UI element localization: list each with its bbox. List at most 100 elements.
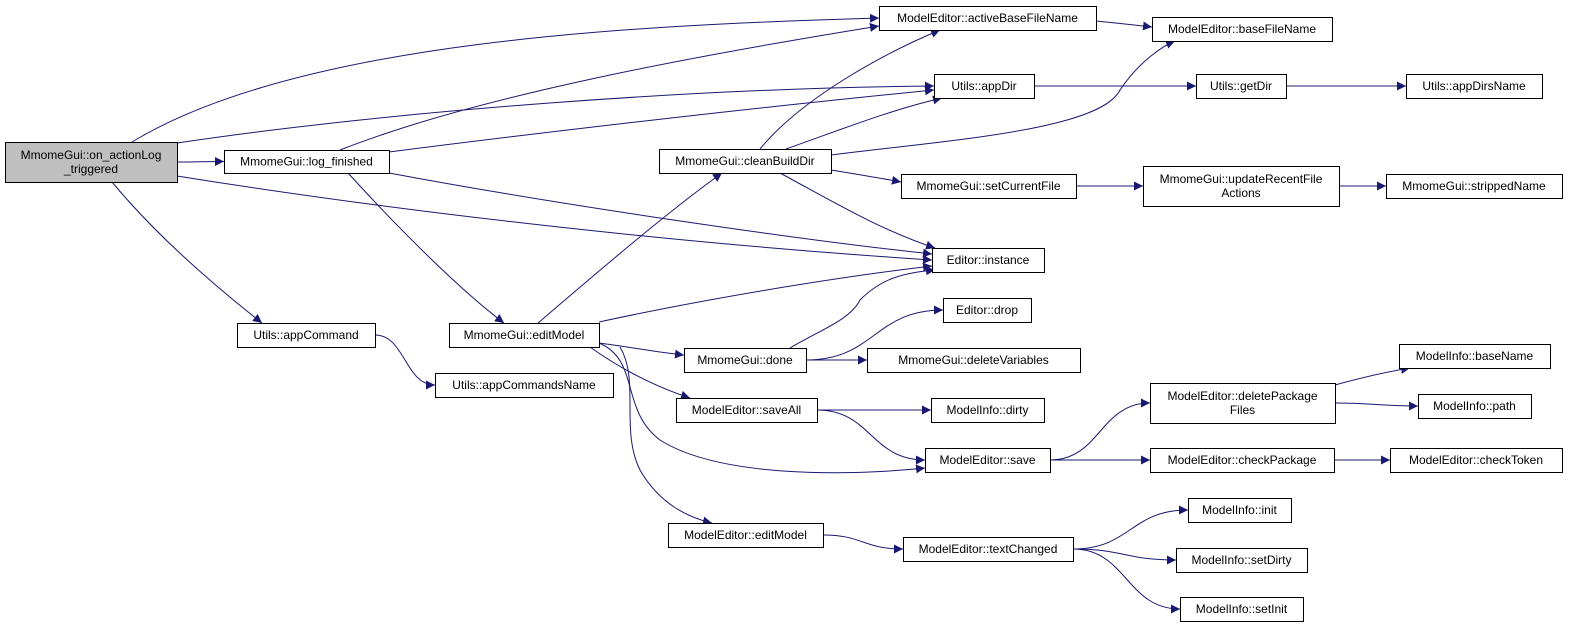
edge-log_finished-to-editModelGui	[347, 172, 505, 324]
node-setCurrentFile[interactable]: MmomeGui::setCurrentFile	[901, 174, 1077, 199]
node-checkPackage[interactable]: ModelEditor::checkPackage	[1150, 448, 1335, 473]
node-box	[1150, 383, 1336, 424]
node-box	[1180, 597, 1304, 622]
node-box	[934, 74, 1035, 99]
node-label: ModelEditor::checkPackage	[1168, 453, 1317, 467]
node-appCommandsName[interactable]: Utils::appCommandsName	[435, 373, 614, 398]
edge-editModelGui-to-editModelEditor	[619, 346, 713, 526]
node-setInit[interactable]: ModelInfo::setInit	[1180, 597, 1304, 622]
node-save[interactable]: ModelEditor::save	[925, 448, 1051, 473]
edge-cleanBuildDir-to-activeBaseFileName	[759, 29, 941, 150]
node-box	[1386, 174, 1563, 199]
edge-cleanBuildDir-to-instance	[779, 172, 936, 250]
node-label: ModelInfo::init	[1202, 503, 1277, 517]
node-box	[1399, 344, 1551, 369]
node-instance[interactable]: Editor::instance	[932, 248, 1045, 273]
node-textChanged[interactable]: ModelEditor::textChanged	[903, 537, 1074, 562]
node-done[interactable]: MmomeGui::done	[684, 348, 807, 373]
node-label: MmomeGui::done	[697, 353, 793, 367]
node-label: ModelEditor::baseFileName	[1168, 22, 1316, 36]
node-dirty[interactable]: ModelInfo::dirty	[931, 398, 1045, 423]
edge-editModelGui-to-instance	[598, 262, 933, 323]
node-appDir[interactable]: Utils::appDir	[934, 74, 1035, 99]
node-box	[932, 248, 1045, 273]
node-box	[5, 142, 178, 183]
node-box	[1176, 548, 1308, 573]
node-label: ModelInfo::setDirty	[1191, 553, 1291, 567]
node-label: ModelEditor::textChanged	[919, 542, 1058, 556]
node-setDirty[interactable]: ModelInfo::setDirty	[1176, 548, 1308, 573]
edge-deletePackage-to-path	[1334, 401, 1419, 411]
node-label: ModelEditor::activeBaseFileName	[897, 11, 1078, 25]
edge-deletePackage-to-baseName	[1334, 364, 1411, 386]
node-label: MmomeGui::deleteVariables	[898, 353, 1049, 367]
node-label: Utils::getDir	[1210, 79, 1272, 93]
node-saveAll[interactable]: ModelEditor::saveAll	[676, 398, 818, 423]
edge-activeBaseFileName-to-baseFileName	[1095, 20, 1153, 31]
node-log_finished[interactable]: MmomeGui::log_finished	[224, 150, 390, 174]
node-cleanBuildDir[interactable]: MmomeGui::cleanBuildDir	[659, 149, 832, 174]
edge-root-to-appCommand	[111, 181, 263, 324]
node-label: Editor::drop	[956, 303, 1018, 317]
node-activeBaseFileName[interactable]: ModelEditor::activeBaseFileName	[879, 6, 1097, 31]
node-baseName[interactable]: ModelInfo::baseName	[1399, 344, 1551, 369]
edge-textChanged-to-setDirty	[1072, 548, 1177, 565]
node-box	[1143, 166, 1340, 207]
node-box	[237, 323, 376, 348]
edge-done-to-drop	[805, 305, 944, 361]
node-box	[879, 6, 1097, 31]
node-box	[676, 398, 818, 423]
node-box	[1196, 74, 1287, 99]
node-label: MmomeGui::setCurrentFile	[916, 179, 1060, 193]
node-box	[931, 398, 1045, 423]
node-label: Editor::instance	[947, 253, 1030, 267]
node-label: ModelEditor::saveAll	[692, 403, 801, 417]
edge-editModelGui-to-saveAll	[589, 346, 691, 400]
node-box	[943, 298, 1032, 323]
node-box	[1418, 394, 1532, 419]
node-box	[659, 149, 832, 174]
node-label: MmomeGui::editModel	[464, 328, 585, 342]
node-editModelEditor[interactable]: ModelEditor::editModel	[668, 523, 824, 548]
node-getDir[interactable]: Utils::getDir	[1196, 74, 1287, 99]
node-box	[1150, 448, 1335, 473]
node-path[interactable]: ModelInfo::path	[1418, 394, 1532, 419]
node-checkToken[interactable]: ModelEditor::checkToken	[1390, 448, 1563, 473]
node-box	[925, 448, 1051, 473]
node-label: ModelEditor::save	[939, 453, 1035, 467]
node-box	[224, 150, 390, 174]
node-editModelGui[interactable]: MmomeGui::editModel	[449, 323, 600, 348]
node-label: ModelInfo::dirty	[946, 403, 1028, 417]
node-deleteVariables[interactable]: MmomeGui::deleteVariables	[867, 348, 1081, 373]
node-box	[1406, 74, 1543, 99]
node-box	[903, 537, 1074, 562]
node-box	[668, 523, 824, 548]
node-box	[901, 174, 1077, 199]
node-box	[867, 348, 1081, 373]
node-label: ModelInfo::setInit	[1196, 602, 1288, 616]
node-appCommand[interactable]: Utils::appCommand	[237, 323, 376, 348]
node-label: ModelInfo::path	[1433, 399, 1516, 413]
node-label: ModelEditor::checkToken	[1409, 453, 1543, 467]
edge-editModelEditor-to-textChanged	[822, 534, 904, 554]
edge-editModelGui-to-done	[598, 342, 685, 359]
node-appDirsName[interactable]: Utils::appDirsName	[1406, 74, 1543, 99]
node-init[interactable]: ModelInfo::init	[1188, 498, 1292, 523]
node-baseFileName[interactable]: ModelEditor::baseFileName	[1152, 17, 1333, 42]
node-box	[1390, 448, 1563, 473]
node-strippedName[interactable]: MmomeGui::strippedName	[1386, 174, 1563, 199]
node-label: ModelEditor::deletePackage	[1167, 389, 1317, 403]
node-label: Files	[1230, 403, 1255, 417]
node-label: _triggered	[63, 162, 118, 176]
node-root[interactable]: MmomeGui::on_actionLog_triggered	[5, 142, 178, 183]
node-label: Utils::appCommand	[253, 328, 358, 342]
edge-done-to-instance	[789, 266, 936, 349]
edge-textChanged-to-setInit	[1072, 548, 1181, 614]
edge-cleanBuildDir-to-baseFileName	[830, 40, 1176, 156]
node-label: Utils::appDir	[951, 79, 1016, 93]
node-label: MmomeGui::on_actionLog	[21, 148, 162, 162]
node-drop[interactable]: Editor::drop	[943, 298, 1032, 323]
node-label: MmomeGui::updateRecentFile	[1160, 172, 1323, 186]
